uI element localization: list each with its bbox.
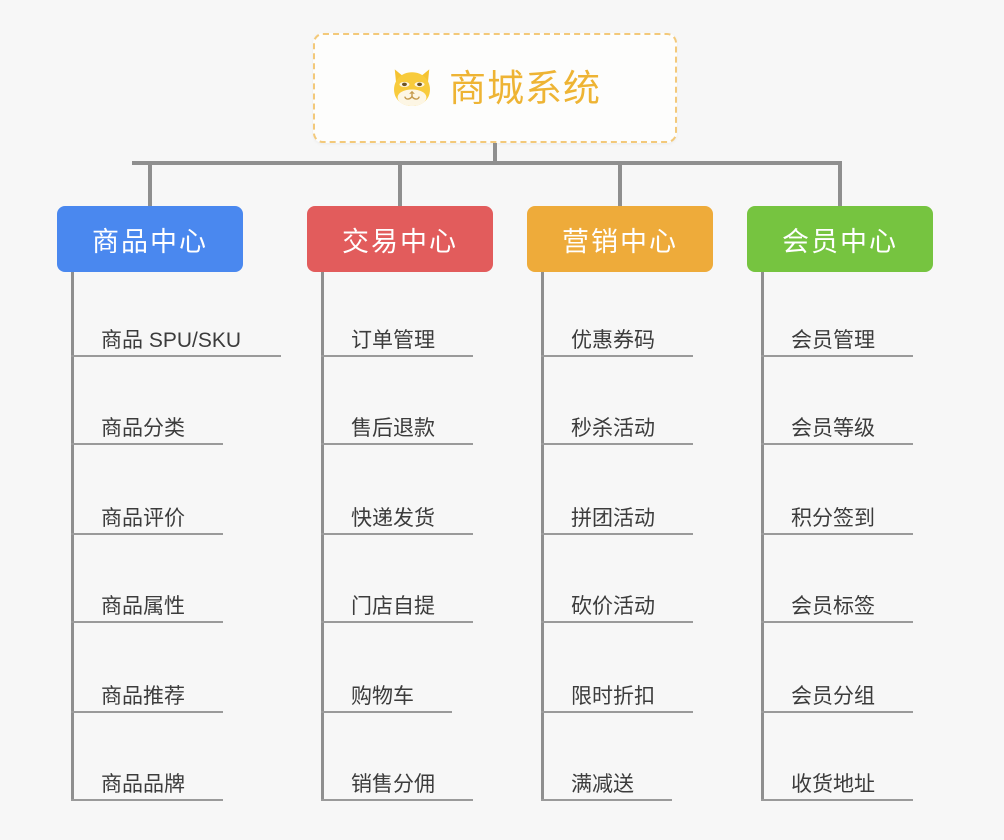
leaf-item-product-center-1[interactable]: 商品分类 bbox=[71, 418, 223, 445]
leaf-item-rule bbox=[71, 355, 281, 357]
connector-drop-marketing-center bbox=[618, 161, 622, 207]
leaf-item-product-center-3[interactable]: 商品属性 bbox=[71, 596, 223, 623]
leaf-item-rule bbox=[541, 533, 693, 535]
leaf-item-label: 商品分类 bbox=[101, 417, 185, 440]
leaf-item-rule bbox=[761, 443, 913, 445]
category-header-trade-center[interactable]: 交易中心 bbox=[307, 206, 493, 272]
leaf-item-marketing-center-4[interactable]: 限时折扣 bbox=[541, 686, 693, 713]
category-header-marketing-center[interactable]: 营销中心 bbox=[527, 206, 713, 272]
category-header-label: 营销中心 bbox=[562, 226, 678, 257]
leaf-item-rule bbox=[761, 621, 913, 623]
column-spine-member-center bbox=[761, 272, 764, 800]
leaf-item-rule bbox=[71, 711, 223, 713]
leaf-item-marketing-center-2[interactable]: 拼团活动 bbox=[541, 508, 693, 535]
connector-root-vertical bbox=[493, 143, 497, 164]
connector-horizontal-bus bbox=[132, 161, 838, 165]
leaf-item-rule bbox=[541, 443, 693, 445]
leaf-item-product-center-0[interactable]: 商品 SPU/SKU bbox=[71, 330, 281, 357]
leaf-item-rule bbox=[321, 621, 473, 623]
column-spine-product-center bbox=[71, 272, 74, 800]
leaf-item-trade-center-3[interactable]: 门店自提 bbox=[321, 596, 473, 623]
leaf-item-member-center-2[interactable]: 积分签到 bbox=[761, 508, 913, 535]
category-header-label: 会员中心 bbox=[782, 226, 898, 257]
leaf-item-label: 商品 SPU/SKU bbox=[101, 329, 242, 352]
connector-drop-product-center bbox=[148, 161, 152, 207]
category-header-product-center[interactable]: 商品中心 bbox=[57, 206, 243, 272]
leaf-item-member-center-5[interactable]: 收货地址 bbox=[761, 774, 913, 801]
leaf-item-product-center-2[interactable]: 商品评价 bbox=[71, 508, 223, 535]
leaf-item-product-center-4[interactable]: 商品推荐 bbox=[71, 686, 223, 713]
leaf-item-label: 会员分组 bbox=[791, 685, 875, 708]
leaf-item-member-center-1[interactable]: 会员等级 bbox=[761, 418, 913, 445]
leaf-item-label: 优惠券码 bbox=[571, 329, 655, 352]
leaf-item-label: 会员等级 bbox=[791, 417, 875, 440]
leaf-item-label: 砍价活动 bbox=[571, 595, 655, 618]
leaf-item-label: 会员标签 bbox=[791, 595, 875, 618]
leaf-item-rule bbox=[71, 799, 223, 801]
leaf-item-marketing-center-1[interactable]: 秒杀活动 bbox=[541, 418, 693, 445]
leaf-item-label: 满减送 bbox=[571, 773, 634, 796]
root-node-mall-system[interactable]: 商城系统 bbox=[313, 33, 677, 143]
leaf-item-rule bbox=[541, 799, 672, 801]
leaf-item-member-center-3[interactable]: 会员标签 bbox=[761, 596, 913, 623]
leaf-item-trade-center-1[interactable]: 售后退款 bbox=[321, 418, 473, 445]
leaf-item-label: 商品推荐 bbox=[101, 685, 185, 708]
leaf-item-member-center-4[interactable]: 会员分组 bbox=[761, 686, 913, 713]
leaf-item-rule bbox=[541, 621, 693, 623]
leaf-item-trade-center-2[interactable]: 快递发货 bbox=[321, 508, 473, 535]
leaf-item-marketing-center-3[interactable]: 砍价活动 bbox=[541, 596, 693, 623]
leaf-item-member-center-0[interactable]: 会员管理 bbox=[761, 330, 913, 357]
column-spine-trade-center bbox=[321, 272, 324, 800]
leaf-item-rule bbox=[541, 711, 693, 713]
leaf-item-label: 商品评价 bbox=[101, 507, 185, 530]
connector-drop-member-center bbox=[838, 161, 842, 207]
leaf-item-trade-center-4[interactable]: 购物车 bbox=[321, 686, 452, 713]
leaf-item-trade-center-5[interactable]: 销售分佣 bbox=[321, 774, 473, 801]
leaf-item-label: 收货地址 bbox=[791, 773, 875, 796]
leaf-item-rule bbox=[71, 443, 223, 445]
leaf-item-rule bbox=[761, 355, 913, 357]
category-header-label: 商品中心 bbox=[92, 226, 208, 257]
leaf-item-rule bbox=[321, 799, 473, 801]
leaf-item-label: 商品品牌 bbox=[101, 773, 185, 796]
leaf-item-label: 销售分佣 bbox=[351, 773, 435, 796]
leaf-item-rule bbox=[71, 621, 223, 623]
leaf-item-rule bbox=[761, 711, 913, 713]
leaf-item-trade-center-0[interactable]: 订单管理 bbox=[321, 330, 473, 357]
leaf-item-label: 门店自提 bbox=[351, 595, 435, 618]
leaf-item-rule bbox=[321, 533, 473, 535]
leaf-item-rule bbox=[71, 533, 223, 535]
leaf-item-rule bbox=[321, 355, 473, 357]
leaf-item-label: 拼团活动 bbox=[571, 507, 655, 530]
leaf-item-label: 售后退款 bbox=[351, 417, 435, 440]
root-node-label: 商城系统 bbox=[449, 67, 601, 109]
category-header-label: 交易中心 bbox=[342, 226, 458, 257]
leaf-item-rule bbox=[321, 443, 473, 445]
leaf-item-label: 积分签到 bbox=[791, 507, 875, 530]
leaf-item-marketing-center-5[interactable]: 满减送 bbox=[541, 774, 672, 801]
leaf-item-rule bbox=[761, 533, 913, 535]
leaf-item-label: 会员管理 bbox=[791, 329, 875, 352]
leaf-item-rule bbox=[541, 355, 693, 357]
leaf-item-label: 购物车 bbox=[351, 685, 414, 708]
leaf-item-label: 订单管理 bbox=[351, 329, 435, 352]
leaf-item-label: 商品属性 bbox=[101, 595, 185, 618]
shiba-dog-icon bbox=[394, 69, 430, 106]
leaf-item-label: 秒杀活动 bbox=[571, 417, 655, 440]
leaf-item-label: 快递发货 bbox=[351, 507, 435, 530]
connector-drop-trade-center bbox=[398, 161, 402, 207]
leaf-item-marketing-center-0[interactable]: 优惠券码 bbox=[541, 330, 693, 357]
column-spine-marketing-center bbox=[541, 272, 544, 800]
leaf-item-rule bbox=[761, 799, 913, 801]
leaf-item-label: 限时折扣 bbox=[571, 685, 655, 708]
leaf-item-product-center-5[interactable]: 商品品牌 bbox=[71, 774, 223, 801]
leaf-item-rule bbox=[321, 711, 452, 713]
category-header-member-center[interactable]: 会员中心 bbox=[747, 206, 933, 272]
